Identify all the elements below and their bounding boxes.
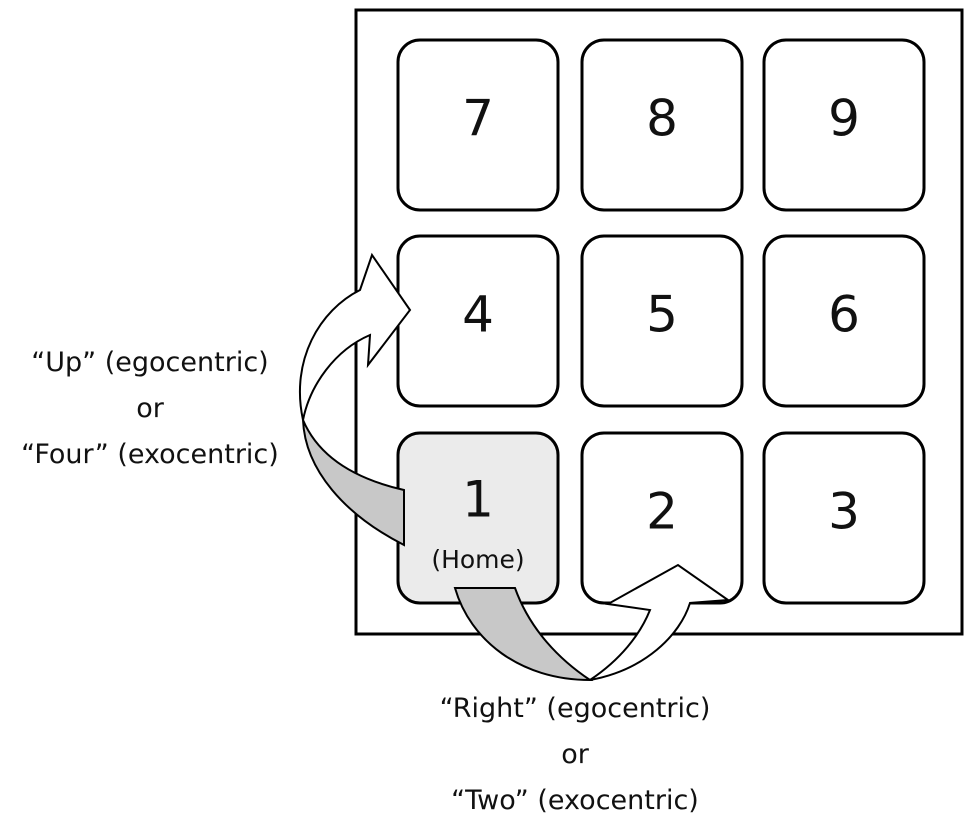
- annotation-right: “Right” (egocentric) or “Two” (exocentri…: [410, 686, 740, 824]
- key-7: 7: [396, 38, 560, 212]
- annotation-up-line-2: or: [136, 393, 164, 424]
- arrow-up-head: [298, 252, 412, 421]
- arrow-right-head: [589, 563, 731, 681]
- key-8: 8: [580, 38, 744, 212]
- key-1: 1 (Home): [396, 431, 560, 605]
- key-5-body: [580, 234, 744, 408]
- key-3-body: [762, 431, 926, 605]
- arrow-right-to-two: [453, 563, 731, 682]
- key-1-sublabel: (Home): [431, 545, 524, 574]
- key-9-label: 9: [828, 90, 860, 148]
- key-2-label: 2: [646, 483, 678, 541]
- keypad-keys: 7 8 9 4 5 6 1 (Home) 2 3: [396, 38, 926, 605]
- annotation-up: “Up” (egocentric) or “Four” (exocentric): [0, 340, 300, 478]
- key-8-body: [580, 38, 744, 212]
- key-6-label: 6: [828, 286, 860, 344]
- annotation-right-line-3: “Two” (exocentric): [451, 785, 699, 816]
- annotation-right-line-1: “Right” (egocentric): [439, 693, 711, 724]
- key-7-label: 7: [462, 90, 494, 148]
- annotation-up-line-1: “Up” (egocentric): [31, 347, 269, 378]
- key-9-body: [762, 38, 926, 212]
- key-3-label: 3: [828, 483, 860, 541]
- key-5-label: 5: [646, 286, 678, 344]
- key-4-label: 4: [462, 286, 494, 344]
- arrow-up-to-four: [298, 252, 412, 547]
- key-6: 6: [762, 234, 926, 408]
- key-4: 4: [396, 234, 560, 408]
- annotation-right-line-2: or: [561, 739, 589, 770]
- key-3: 3: [762, 431, 926, 605]
- key-8-label: 8: [646, 90, 678, 148]
- annotation-up-line-3: “Four” (exocentric): [21, 439, 279, 470]
- arrow-up-tail: [302, 419, 405, 547]
- key-5: 5: [580, 234, 744, 408]
- key-6-body: [762, 234, 926, 408]
- key-9: 9: [762, 38, 926, 212]
- key-7-body: [396, 38, 560, 212]
- key-1-label: 1: [462, 471, 494, 529]
